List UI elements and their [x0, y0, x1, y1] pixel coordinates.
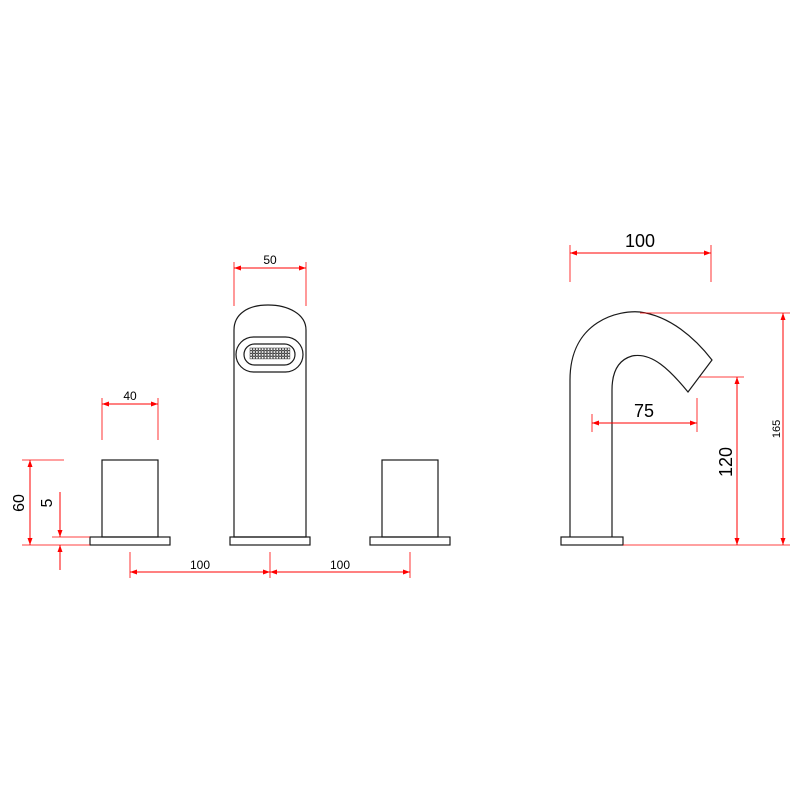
aerator-mesh-cell: [275, 353, 279, 357]
left-handle-body: [101, 459, 159, 538]
aerator-mesh-cell: [258, 350, 262, 354]
dim-spout-width: 50: [233, 253, 307, 306]
side-spout-profile: [569, 311, 713, 537]
aerator-mesh-cell: [267, 350, 270, 354]
aerator-mesh-cell: [267, 353, 270, 357]
dim-overall-height: 60: [11, 459, 90, 546]
aerator-mesh-cell: [278, 347, 282, 351]
aerator-mesh-cell: [261, 350, 265, 354]
front-view: [89, 304, 451, 546]
aerator-mesh-cell: [270, 353, 273, 357]
label-side-reach: 100: [625, 231, 655, 251]
aerator-mesh-cell: [255, 356, 259, 360]
aerator-mesh-cell: [249, 350, 253, 354]
aerator-mesh-cell: [255, 353, 259, 357]
side-base: [560, 536, 624, 546]
aerator-mesh-cell: [249, 353, 253, 357]
right-handle: [369, 459, 451, 546]
aerator-mesh-cell: [272, 347, 276, 351]
aerator-outer: [235, 336, 304, 373]
aerator-mesh-cell: [272, 350, 276, 354]
aerator-mesh-cell: [249, 347, 253, 351]
aerator-mesh-cell: [258, 353, 262, 357]
dim-side-outlet-height: 120: [623, 376, 744, 546]
aerator-mesh-cell: [284, 347, 288, 351]
aerator-mesh-cell: [255, 347, 259, 351]
dim-side-projection: 75: [591, 398, 698, 432]
center-spout-body: [233, 304, 307, 538]
aerator-mesh-cell: [275, 347, 279, 351]
aerator-mesh-cell: [264, 347, 267, 351]
aerator-mesh-cell: [249, 356, 253, 360]
aerator-mesh-cell: [287, 350, 291, 354]
center-spout: [229, 304, 311, 546]
dim-side-total-height: 165: [640, 312, 790, 546]
dim-handle-width: 40: [101, 389, 159, 440]
aerator-mesh-cell: [258, 347, 262, 351]
label-side-outlet-height: 120: [716, 447, 736, 477]
aerator-inner: [243, 343, 296, 366]
dim-side-reach: 100: [569, 231, 712, 282]
aerator-mesh-cell: [267, 356, 270, 360]
label-side-total-height: 165: [771, 420, 783, 438]
aerator-mesh-cell: [275, 350, 279, 354]
aerator-mesh-cell: [284, 356, 288, 360]
aerator-mesh-cell: [261, 353, 265, 357]
label-base-thickness: 5: [39, 498, 56, 507]
side-view: [560, 311, 713, 546]
aerator-mesh-cell: [281, 353, 285, 357]
aerator-mesh-cell: [278, 350, 282, 354]
aerator-mesh-cell: [264, 356, 267, 360]
aerator-mesh-cell: [272, 356, 276, 360]
aerator-mesh-cell: [252, 347, 256, 351]
aerator-mesh-cell: [275, 356, 279, 360]
aerator-mesh-cell: [272, 353, 276, 357]
dim-spacing: 100 100: [129, 552, 411, 578]
aerator-mesh-cell: [287, 353, 291, 357]
aerator-mesh-cell: [261, 356, 265, 360]
aerator-mesh-cell: [258, 356, 262, 360]
aerator-mesh-cell: [284, 353, 288, 357]
aerator-mesh-cell: [278, 356, 282, 360]
aerator-mesh-cell: [270, 356, 273, 360]
aerator-mesh-cell: [281, 356, 285, 360]
left-handle-base: [89, 536, 171, 546]
dim-base-thickness: 5: [39, 492, 90, 570]
aerator-mesh-cell: [252, 353, 256, 357]
label-spacing-left: 100: [190, 558, 210, 572]
aerator-mesh-cell: [252, 350, 256, 354]
aerator-mesh-cell: [270, 347, 273, 351]
label-overall-height: 60: [11, 494, 28, 512]
aerator-mesh-cell: [261, 347, 265, 351]
dimension-lines: 50 40 60 5: [11, 231, 790, 578]
aerator-mesh-cell: [284, 350, 288, 354]
aerator-mesh-cell: [267, 347, 270, 351]
aerator-mesh-cell: [264, 353, 267, 357]
center-spout-base: [229, 536, 311, 546]
label-spout-width: 50: [263, 253, 277, 267]
aerator-mesh: [249, 347, 291, 360]
label-side-projection: 75: [634, 401, 654, 421]
aerator-mesh-cell: [281, 350, 285, 354]
aerator-mesh-cell: [252, 356, 256, 360]
left-handle: [89, 459, 171, 546]
aerator-mesh-cell: [255, 350, 259, 354]
label-spacing-right: 100: [330, 558, 350, 572]
aerator-mesh-cell: [264, 350, 267, 354]
aerator-mesh-cell: [287, 347, 291, 351]
aerator-mesh-cell: [278, 353, 282, 357]
aerator-mesh-cell: [270, 350, 273, 354]
aerator-mesh-cell: [281, 347, 285, 351]
aerator-mesh-cell: [287, 356, 291, 360]
label-handle-width: 40: [123, 389, 137, 403]
right-handle-base: [369, 536, 451, 546]
right-handle-body: [381, 459, 439, 538]
